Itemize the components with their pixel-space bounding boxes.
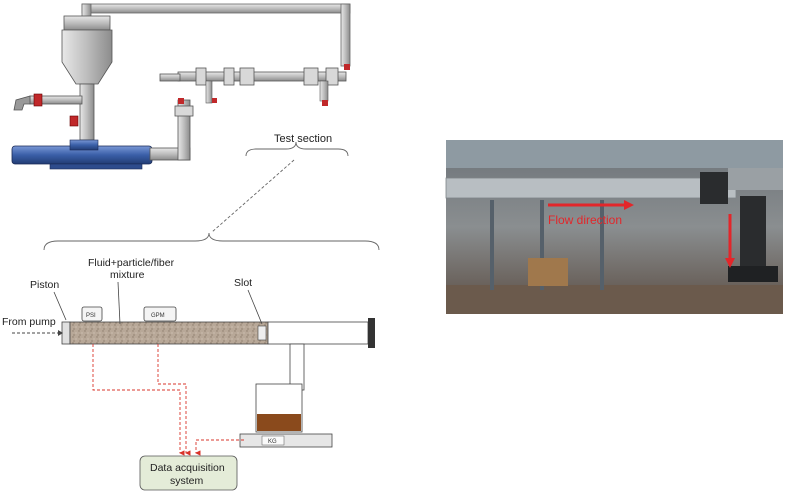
end-cap <box>368 318 375 348</box>
piston-leader <box>53 291 67 321</box>
slot <box>257 325 267 341</box>
fitting-5 <box>325 67 339 86</box>
flow-loop-photo <box>445 140 783 314</box>
piston <box>61 321 71 345</box>
sensor-line-gpm <box>157 344 191 456</box>
photo-pipe <box>445 177 737 199</box>
leader-line <box>211 159 295 233</box>
photo-flow-arrowhead-horizontal <box>624 200 634 210</box>
upper-branch <box>159 73 181 82</box>
outlet-pipe <box>267 321 369 345</box>
photo-fitting <box>700 172 728 204</box>
mixture-label-line1: Fluid+particle/fiber <box>88 257 175 269</box>
tank-lid <box>63 15 111 31</box>
tank <box>61 29 113 85</box>
photo-pipe-right <box>728 168 783 190</box>
photo-flow-arrowhead-vertical <box>725 258 735 268</box>
pump-base <box>49 163 143 170</box>
slot-label: Slot <box>234 277 252 289</box>
valve-red-3 <box>322 100 328 106</box>
kg-display <box>261 435 285 446</box>
valve-red-4 <box>344 64 350 70</box>
tank-outlet-pipe <box>79 83 95 141</box>
flow-direction-label: Flow direction <box>548 213 622 227</box>
sensor-line-psi <box>92 344 185 456</box>
valve-red-1 <box>178 98 184 104</box>
drain-nozzle <box>13 95 31 111</box>
photo-flange <box>728 266 778 282</box>
photo-rack-2 <box>540 200 544 290</box>
drop-leg-2 <box>319 80 329 102</box>
cylinder <box>69 321 269 345</box>
scale <box>239 433 333 448</box>
piston-label: Piston <box>30 279 59 291</box>
photo-box <box>528 258 568 286</box>
fitting-1 <box>195 67 207 86</box>
fitting-4 <box>303 67 319 86</box>
mixture-brace <box>43 232 380 251</box>
valve-red-2 <box>212 98 217 103</box>
flow-loop-schematic <box>11 3 351 170</box>
drop-leg-1 <box>205 80 213 104</box>
photo-rack-1 <box>490 200 494 290</box>
from-pump-arrowhead <box>58 330 63 336</box>
drain-valve <box>33 93 43 107</box>
sensor-line-kg <box>195 439 244 456</box>
slot-leader <box>247 289 263 325</box>
photo-drop-pipe <box>740 196 766 266</box>
gpm-gauge <box>143 306 177 322</box>
daq-box <box>139 455 238 491</box>
test-section-brace <box>245 141 349 157</box>
photo-floor <box>446 285 783 314</box>
outlet-valve <box>69 115 79 127</box>
psi-label: PSI <box>86 313 96 319</box>
riser-fitting <box>174 105 194 117</box>
photo-ceiling <box>446 140 783 168</box>
return-pipe-top <box>81 3 351 14</box>
photo-rack-3 <box>600 200 604 290</box>
slot-test-schematic <box>12 281 375 491</box>
mixture-leader <box>117 281 121 325</box>
test-section-label: Test section <box>274 133 332 145</box>
return-pipe-right-drop <box>340 3 351 67</box>
collection-drop-pipe <box>289 343 305 391</box>
from-pump-label: From pump <box>2 316 56 328</box>
fitting-2 <box>223 67 235 86</box>
pump-coupling <box>69 139 99 151</box>
test-section-callout <box>43 141 380 251</box>
psi-gauge <box>81 306 103 322</box>
fitting-3 <box>239 67 255 86</box>
mixture-label-line2: mixture <box>110 269 145 281</box>
daq-label-line1: Data acquisition <box>150 462 225 474</box>
daq-label-line2: system <box>170 475 204 487</box>
kg-label: KG <box>268 439 277 445</box>
gpm-label: GPM <box>151 313 165 319</box>
sediment <box>257 414 301 431</box>
